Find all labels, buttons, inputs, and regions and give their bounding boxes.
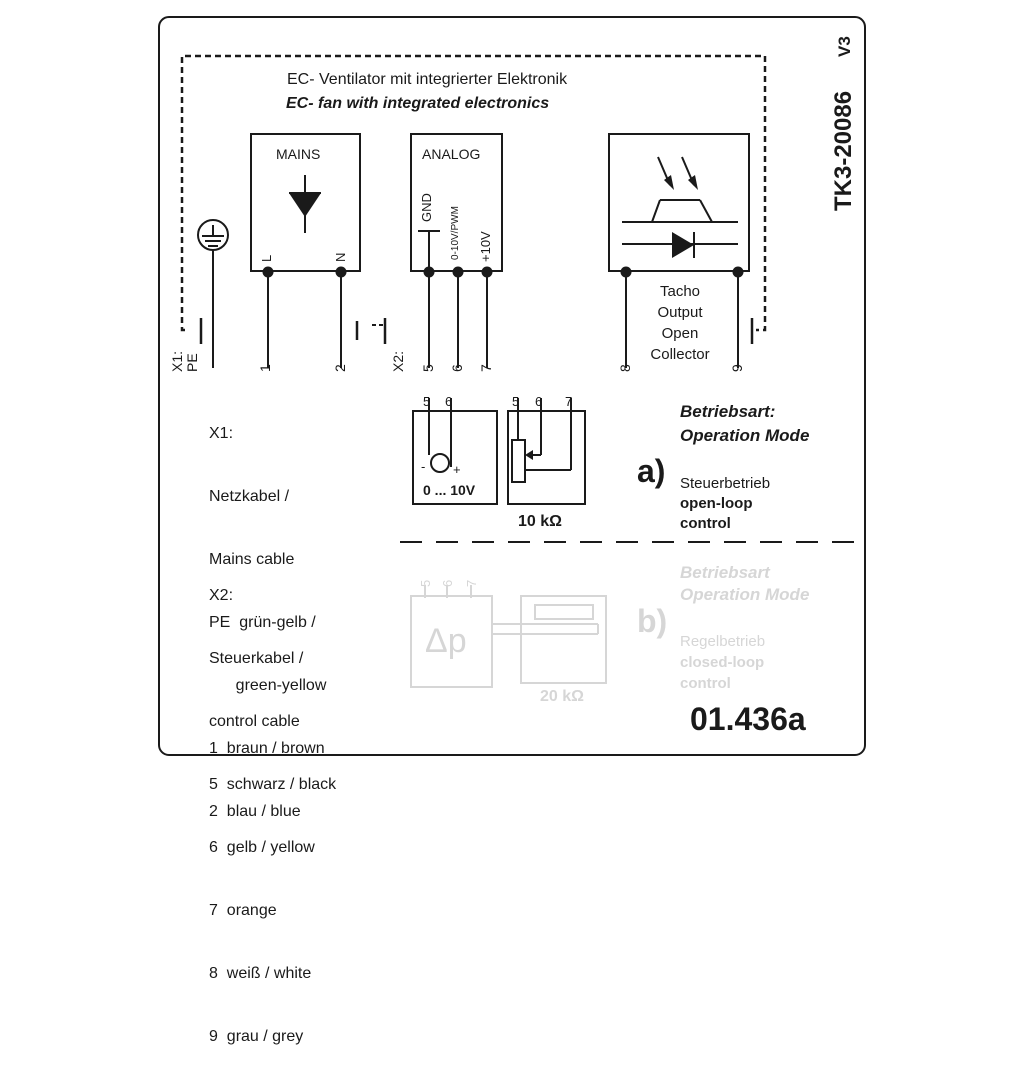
analog-label: ANALOG: [422, 146, 481, 162]
legend-line: control cable: [209, 713, 300, 730]
mode-b-pin: 7: [464, 579, 479, 587]
legend-line: Netzkabel /: [209, 488, 290, 505]
legend-line: 8 weiß / white: [209, 965, 312, 982]
operation-heading-de: Betriebsart:: [680, 402, 776, 421]
tacho-output-label: Tacho Output Open Collector: [630, 281, 730, 365]
diode-icon: [289, 175, 321, 233]
x2-legend: X2: Steuerkabel / control cable 5 schwar…: [209, 543, 336, 1089]
voltage-source-box: [412, 410, 498, 505]
part-number: 01.436a: [690, 701, 806, 737]
source-pin: 5: [423, 394, 431, 409]
mode-b-name-en: control: [680, 675, 731, 692]
mode-a-name-en: open-loop: [680, 495, 753, 512]
fan-enclosure-dashed: [180, 54, 767, 332]
pot-pin: 5: [512, 394, 520, 409]
pin-gnd-label: GND: [419, 193, 434, 222]
mode-b-heading-en: Operation Mode: [680, 585, 810, 604]
wiring-drawing: [158, 16, 866, 756]
source-label: 0 ... 10V: [423, 482, 476, 498]
mode-a-name-de: Steuerbetrieb: [680, 475, 771, 492]
document-version: V3: [835, 36, 854, 57]
pin-n-label: N: [333, 252, 348, 262]
source-pin: 6: [445, 394, 453, 409]
terminal-pin: 6: [449, 364, 465, 372]
mode-b-name-de: Regelbetrieb: [680, 633, 766, 650]
legend-line: green-yellow: [209, 677, 327, 694]
mode-b-name-en: closed-loop: [680, 654, 765, 671]
legend-line: 7 orange: [209, 902, 277, 919]
legend-line: Steuerkabel /: [209, 650, 304, 667]
pressure-sensor-label: Δp: [425, 622, 467, 660]
x1-legend: X1: Netzkabel / Mains cable PE grün-gelb…: [209, 381, 326, 864]
tacho-line: Open: [661, 325, 699, 342]
mains-label: MAINS: [276, 146, 321, 162]
voltage-source-icon: [428, 398, 452, 473]
potentiometer-box: [507, 410, 586, 505]
mode-a-name-en: control: [680, 515, 731, 532]
legend-line: 9 grau / grey: [209, 1028, 304, 1045]
legend-line: X1:: [209, 425, 234, 442]
earth-ground-icon: [197, 219, 229, 368]
legend-line: 1 braun / brown: [209, 740, 325, 757]
pin-l-label: L: [259, 254, 274, 262]
x1-terminal-label: X1: PE: [169, 350, 200, 372]
legend-line: 6 gelb / yellow: [209, 839, 315, 856]
closed-loop-diagram: [410, 585, 607, 688]
card-frame: [158, 16, 866, 756]
pin-supply-label: +10V: [478, 231, 493, 262]
terminal-pin: 8: [617, 364, 633, 372]
plus-sign: +: [453, 462, 461, 477]
title-english: EC- fan with integrated electronics: [286, 95, 550, 112]
mode-a-letter: a): [637, 453, 666, 489]
x2-terminal-label: X2:: [390, 350, 406, 372]
pot-pin: 7: [565, 394, 573, 409]
potentiometer-icon: [511, 398, 572, 483]
pin-signal-label: 0-10V/PWM: [450, 206, 461, 260]
terminal-pin: 5: [420, 364, 436, 372]
document-number: TK3-20086: [830, 90, 857, 211]
legend-line: PE grün-gelb /: [209, 614, 316, 631]
mode-b-pin: 5: [418, 579, 433, 587]
legend-line: X2:: [209, 587, 234, 604]
terminal-pin: 9: [729, 364, 745, 372]
mode-b-letter: b): [637, 603, 668, 639]
tacho-line: Output: [657, 304, 703, 321]
title-german: EC- Ventilator mit integrierter Elektron…: [287, 71, 568, 88]
legend-line: 5 schwarz / black: [209, 776, 337, 793]
tacho-line: Collector: [650, 346, 710, 363]
mode-b-pin: 6: [440, 579, 455, 587]
operation-heading-en: Operation Mode: [680, 426, 810, 445]
minus-sign: -: [421, 459, 426, 474]
wiring-diagram-card: EC- Ventilator mit integrierter Elektron…: [158, 16, 866, 1045]
terminal-pin: 2: [332, 364, 348, 372]
terminal-pin: 7: [478, 364, 494, 372]
terminal-pin: 1: [257, 364, 273, 372]
tacho-line: Tacho: [659, 283, 701, 300]
mode-b-pot-label: 20 kΩ: [540, 688, 584, 705]
legend-line: Mains cable: [209, 551, 295, 568]
pot-value-label: 10 kΩ: [518, 513, 562, 530]
mode-b-heading-de: Betriebsart: [680, 563, 770, 582]
analog-box: [410, 133, 503, 272]
pot-pin: 6: [535, 394, 543, 409]
